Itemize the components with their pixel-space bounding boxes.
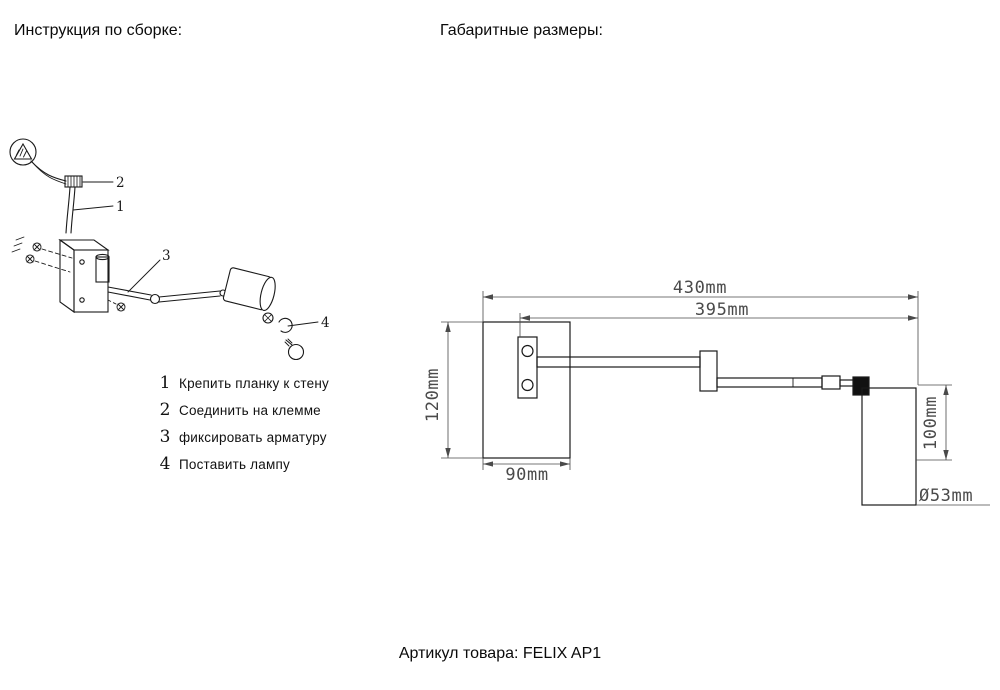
- leader-line-4: [287, 321, 319, 327]
- dim-plate-height: 120mm: [423, 368, 443, 422]
- assembly-diagram: 2 1 3 4: [9, 138, 330, 361]
- head-stem-outline: [839, 379, 855, 387]
- dimension-arrows: [445, 294, 949, 467]
- dim-plate-width: 90mm: [505, 465, 548, 485]
- terminal-block: [64, 175, 83, 188]
- step-3: 3 фиксировать арматуру: [158, 427, 329, 454]
- head-swivel-outline: [821, 375, 841, 390]
- plate-screw: [107, 299, 126, 312]
- dimension-labels: 430mm 395mm 120mm 90mm 100mm Ø53mm: [423, 278, 973, 506]
- socket-and-bulb: [262, 312, 305, 361]
- step-3-number: 3: [159, 427, 171, 447]
- leader-line-3: [127, 259, 161, 293]
- supply-cable: [30, 160, 67, 182]
- step-1-number: 1: [159, 373, 171, 393]
- bracket-outline: [517, 336, 538, 399]
- wall-plate: [58, 238, 110, 314]
- heading-dimensions: Габаритные размеры:: [440, 22, 603, 39]
- head-mount-block: [852, 376, 870, 396]
- callout-3: 3: [162, 248, 171, 264]
- dimension-drawing: 430mm 395mm 120mm 90mm 100mm Ø53mm: [423, 278, 990, 506]
- step-3-text: фиксировать арматуру: [179, 430, 327, 445]
- step-4: 4 Поставить лампу: [158, 454, 329, 481]
- callout-4: 4: [321, 315, 330, 331]
- product-article: Артикул товара: FELIX AP1: [398, 645, 602, 662]
- step-2-number: 2: [159, 400, 171, 420]
- dimension-lines: [441, 291, 990, 506]
- lamp-outline: [482, 321, 917, 506]
- assembly-steps: 1 Крепить планку к стену 2 Соединить на …: [158, 373, 329, 481]
- wire-down-1: [65, 186, 71, 234]
- dim-total-width: 430mm: [673, 278, 727, 298]
- arm1-outline: [536, 356, 701, 368]
- swing-arm: [107, 286, 227, 305]
- callout-2: 2: [116, 175, 125, 191]
- supply-cable-2: [32, 162, 67, 185]
- callout-1: 1: [116, 199, 125, 215]
- heading-assembly: Инструкция по сборке:: [14, 22, 183, 39]
- step-1-text: Крепить планку к стену: [179, 376, 329, 391]
- lamp-head: [222, 267, 276, 311]
- step-4-number: 4: [159, 454, 171, 474]
- mounting-screws: [11, 236, 73, 273]
- step-2: 2 Соединить на клемме: [158, 400, 329, 427]
- plate-outline: [482, 321, 571, 459]
- step-2-text: Соединить на клемме: [179, 403, 321, 418]
- step-4-text: Поставить лампу: [179, 457, 290, 472]
- dim-arm-width: 395mm: [695, 300, 749, 320]
- pivot-cylinder: [95, 253, 110, 283]
- step-1: 1 Крепить планку к стену: [158, 373, 329, 400]
- warning-badge-icon: [9, 138, 37, 166]
- elbow-joint-outline: [699, 350, 718, 392]
- dim-shade-diameter: Ø53mm: [919, 486, 973, 506]
- shade-profile-outline: [861, 387, 917, 506]
- arm2-outline: [716, 377, 823, 388]
- dim-shade-height: 100mm: [921, 396, 941, 450]
- leader-line-1: [72, 205, 114, 211]
